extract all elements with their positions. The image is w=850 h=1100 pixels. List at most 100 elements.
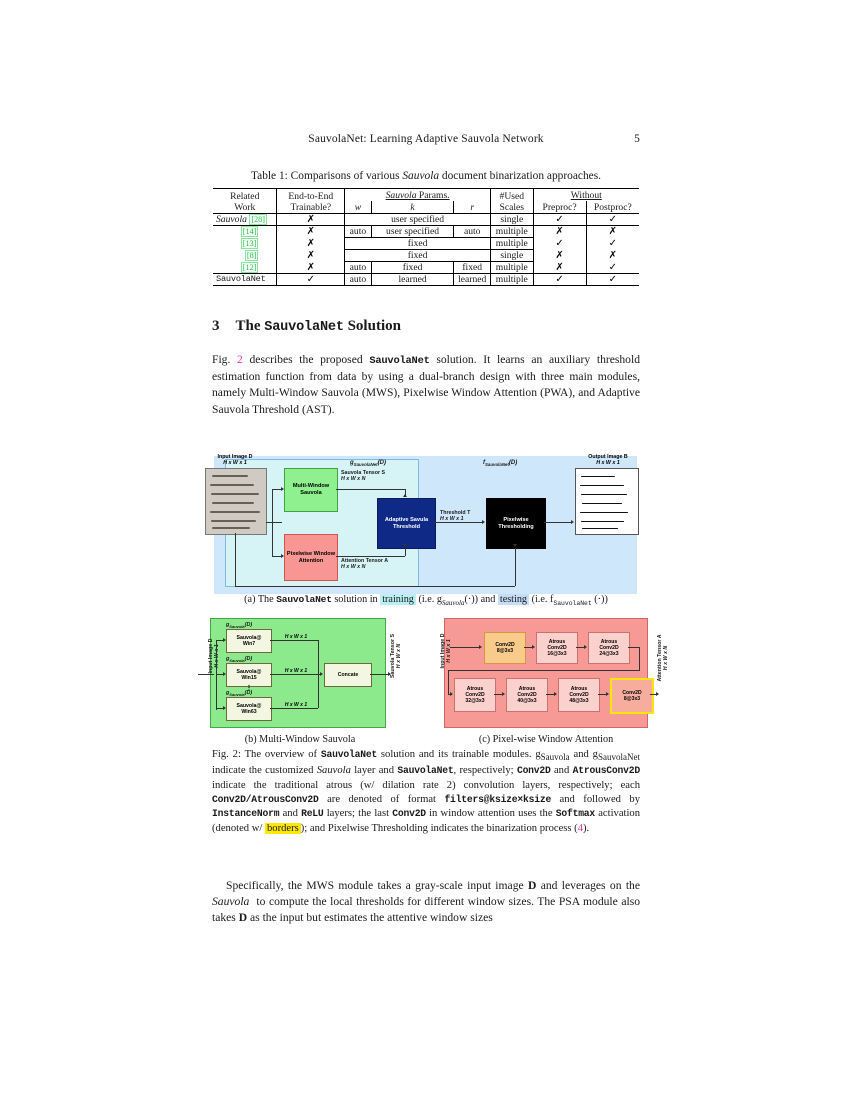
row3-cite: [8] [244, 250, 259, 261]
table-caption-pre: Table 1: Comparisons of various [250, 170, 403, 182]
row0-scales: single [490, 213, 534, 226]
arrowhead [606, 692, 609, 696]
arrow [434, 522, 483, 523]
edge-label-sauvola-tensor: Sauvola Tensor S H x W x N [341, 470, 386, 483]
arrow [494, 694, 503, 695]
p1-c: solution. It learns an auxiliary thresho… [212, 353, 640, 416]
row0-preproc: ✓ [533, 213, 587, 226]
row4-postproc: ✓ [608, 261, 618, 273]
input-image-label: Input Image D H x W x 1 [217, 454, 253, 467]
arrowhead [223, 672, 226, 676]
arrowhead [502, 692, 505, 696]
arrow [576, 647, 585, 648]
arrowhead [513, 544, 517, 547]
arrow [198, 674, 214, 675]
arrowhead [281, 554, 284, 558]
table-row: [13] ✗ fixed multiple ✓ ✓ [213, 237, 639, 250]
arrowhead [656, 692, 659, 696]
row2-postproc: ✓ [608, 238, 618, 249]
figure-2c-caption: (c) Pixel-wise Window Attention [478, 734, 614, 745]
th-e2e-l2: Trainable? [290, 202, 332, 213]
row1-k: user specified [371, 225, 455, 238]
paragraph-1: Fig. 2 describes the proposed SauvolaNet… [212, 352, 640, 418]
row5-work: SauvolaNet [213, 273, 278, 286]
row2-e2e: ✗ [276, 237, 346, 250]
row1-r: auto [453, 225, 492, 238]
table-1: Related Work End-to-End Trainable? Sauvo… [213, 188, 639, 288]
row4-w: auto [344, 261, 372, 274]
pb-output-label: Sauvola Tensor S H x W x N [390, 633, 403, 679]
row2-cite: [13] [240, 238, 259, 249]
row4-scales: multiple [490, 261, 534, 274]
th-scales-l2: Scales [499, 202, 525, 213]
th-without: Without [570, 189, 602, 201]
arrow [544, 522, 572, 523]
row0-work: Sauvola [216, 214, 247, 225]
table-row: SauvolaNet ✓ auto learned learned multip… [213, 273, 639, 286]
th-params-italic: Sauvola [385, 189, 417, 201]
box-adaptive-sauvola-threshold: Adaptive Savula Threshold [377, 498, 436, 549]
th-params-group: Sauvola Params. [386, 190, 450, 201]
arrow [405, 489, 406, 497]
arrowhead [554, 692, 557, 696]
arrowhead [281, 487, 284, 491]
arrow [370, 674, 390, 675]
table-row: [14] ✗ auto user specified auto multiple… [213, 225, 639, 238]
th-params-rest: Params. [416, 189, 450, 201]
th-related-work-l2: Work [234, 202, 256, 213]
p1-mono: SauvolaNet [369, 355, 430, 367]
row3-params: fixed [344, 249, 492, 262]
f-function-label: fSauvolaNet(D) [483, 460, 518, 468]
row5-preproc: ✓ [533, 273, 587, 286]
arrow [270, 674, 320, 675]
arrow [235, 533, 236, 587]
arrow [266, 522, 282, 523]
box-pixelwise-window-attention: Pixelwise Window Attention [284, 534, 338, 581]
section-title-pre: The [235, 318, 265, 334]
arrow [598, 694, 607, 695]
edge-label-attention-tensor: Attention Tensor A H x W x N [341, 558, 389, 571]
page-number: 5 [634, 133, 640, 145]
p1-a: Fig. [212, 353, 238, 366]
arrow [336, 489, 405, 490]
g-function-label: gSauvolaNet(D) [350, 460, 386, 468]
pb-g-label-1: gSauvola(D) [226, 622, 253, 630]
running-head: SauvolaNet: Learning Adaptive Sauvola Ne… [212, 133, 640, 145]
arrow [524, 647, 533, 648]
arrowhead [584, 645, 587, 649]
figure-2: Input Image D H x W x 1 Output Image B H… [198, 452, 669, 745]
arrow [235, 586, 515, 587]
edge-label-threshold: Threshold T H x W x 1 [440, 510, 471, 523]
row1-cite: [14] [240, 226, 259, 238]
arrowhead [388, 672, 391, 676]
table-caption-post: document binarization approaches. [439, 170, 602, 182]
highlight-testing: testing [497, 594, 530, 605]
th-preproc: Preproc? [533, 201, 587, 214]
figure-2a: Input Image D H x W x 1 Output Image B H… [200, 452, 652, 600]
pb-dim-1: H x W x 1 [284, 634, 308, 640]
arrow [450, 647, 480, 648]
th-e2e-l1: End-to-End [288, 191, 334, 202]
arrow [272, 489, 273, 522]
arrow [216, 640, 224, 641]
figure-ref-2[interactable]: 2 [237, 353, 243, 366]
row4-cite: [12] [240, 261, 259, 273]
row5-e2e: ✓ [276, 273, 346, 286]
p1-b: describes the proposed [242, 353, 370, 366]
equation-ref-4[interactable]: 4 [577, 822, 583, 834]
pb-dim-2: H x W x 1 [284, 668, 308, 674]
th-r: r [453, 201, 492, 214]
arrow [448, 670, 449, 694]
row5-r: learned [453, 273, 492, 286]
th-scales-l1: #Used [499, 191, 525, 202]
pb-ellipsis: ⋮ [245, 685, 253, 692]
row2-scales: multiple [490, 237, 534, 250]
arrow [270, 708, 318, 709]
section-title-mono: SauvolaNet [264, 320, 344, 335]
pb-block-concate: Concate [324, 663, 372, 687]
paragraph-2: Specifically, the MWS module takes a gra… [212, 879, 640, 925]
